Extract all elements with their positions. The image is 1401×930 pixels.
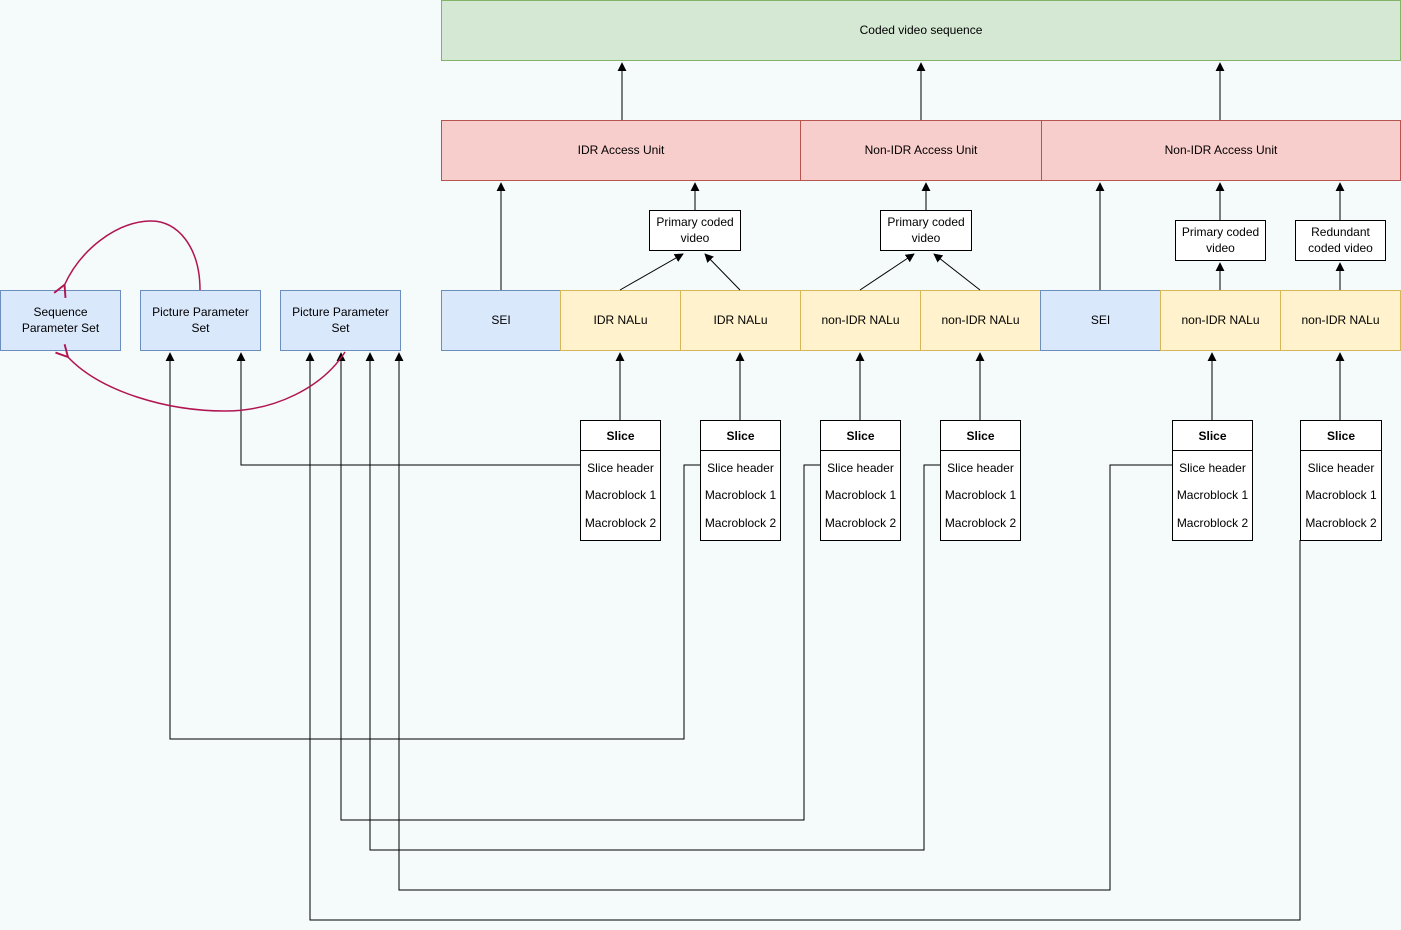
connector-slice2-to-pps1 (165, 352, 700, 740)
redundant-coded-video-node: Redundant coded video (1295, 220, 1386, 261)
non-idr-nalu-node-2: non-IDR NALu (920, 290, 1041, 351)
primary-coded-video-node-2: Primary coded video (880, 210, 972, 251)
arrow-nonidr-nalu2-to-pcv2 (933, 253, 981, 291)
primary-coded-video-node-3: Primary coded video (1175, 220, 1266, 261)
macroblock-1-label: Macroblock 1 (1305, 488, 1377, 503)
picture-parameter-set-node-2: Picture Parameter Set (280, 290, 401, 351)
slice-title: Slice (701, 421, 780, 451)
connector-slice5-to-pps2 (394, 352, 1172, 891)
slice-header-label: Slice header (707, 460, 774, 475)
slice-header-label: Slice header (947, 460, 1014, 475)
slice-header-label: Slice header (587, 460, 654, 475)
connector-slice1-to-pps1 (236, 352, 580, 466)
non-idr-nalu-node-1: non-IDR NALu (800, 290, 921, 351)
sei-nalu-node-2: SEI (1040, 290, 1161, 351)
sei-nalu-node-1: SEI (441, 290, 561, 351)
macroblock-1-label: Macroblock 1 (584, 488, 657, 503)
primary-coded-video-node-1: Primary coded video (649, 210, 741, 251)
idr-nalu-node-2: IDR NALu (680, 290, 801, 351)
non-idr-nalu-node-3: non-IDR NALu (1160, 290, 1281, 351)
sequence-parameter-set-node: Sequence Parameter Set (0, 290, 121, 351)
slice-title: Slice (1301, 421, 1381, 451)
macroblock-2-label: Macroblock 2 (704, 516, 777, 531)
arrow-nonidr-nalu1-to-pcv2 (859, 253, 915, 291)
macroblock-2-label: Macroblock 2 (944, 516, 1017, 531)
macroblock-1-label: Macroblock 1 (1176, 488, 1249, 503)
slice-title: Slice (1173, 421, 1252, 451)
macroblock-2-label: Macroblock 2 (1176, 516, 1249, 531)
slice-node-5: Slice Slice header Macroblock 1 Macroblo… (1172, 420, 1253, 541)
idr-access-unit-node: IDR Access Unit (441, 120, 801, 181)
arrow-idr-nalu1-to-pcv1 (619, 253, 684, 291)
slice-header-label: Slice header (827, 460, 894, 475)
macroblock-1-label: Macroblock 1 (944, 488, 1017, 503)
non-idr-nalu-node-4: non-IDR NALu (1280, 290, 1401, 351)
macroblock-2-label: Macroblock 2 (824, 516, 897, 531)
slice-header-label: Slice header (1307, 460, 1375, 475)
connector-slice6-to-pps2 (305, 352, 1301, 921)
non-idr-access-unit-node-2: Non-IDR Access Unit (1041, 120, 1401, 181)
slice-node-1: Slice Slice header Macroblock 1 Macroblo… (580, 420, 661, 541)
coded-video-sequence-node: Coded video sequence (441, 0, 1401, 61)
slice-header-label: Slice header (1179, 460, 1246, 475)
slice-node-2: Slice Slice header Macroblock 1 Macroblo… (700, 420, 781, 541)
slice-title: Slice (941, 421, 1020, 451)
picture-parameter-set-node-1: Picture Parameter Set (140, 290, 261, 351)
curve-pps2-to-sps (55, 343, 346, 412)
non-idr-access-unit-node-1: Non-IDR Access Unit (800, 120, 1042, 181)
slice-node-4: Slice Slice header Macroblock 1 Macroblo… (940, 420, 1021, 541)
arrow-idr-nalu2-to-pcv1 (704, 253, 741, 291)
macroblock-1-label: Macroblock 1 (704, 488, 777, 503)
slice-title: Slice (821, 421, 900, 451)
slice-node-3: Slice Slice header Macroblock 1 Macroblo… (820, 420, 901, 541)
curve-pps1-to-sps (53, 220, 201, 299)
slice-node-6: Slice Slice header Macroblock 1 Macroblo… (1300, 420, 1382, 541)
idr-nalu-node-1: IDR NALu (560, 290, 681, 351)
macroblock-2-label: Macroblock 2 (1305, 516, 1377, 531)
macroblock-2-label: Macroblock 2 (584, 516, 657, 531)
slice-title: Slice (581, 421, 660, 451)
macroblock-1-label: Macroblock 1 (824, 488, 897, 503)
